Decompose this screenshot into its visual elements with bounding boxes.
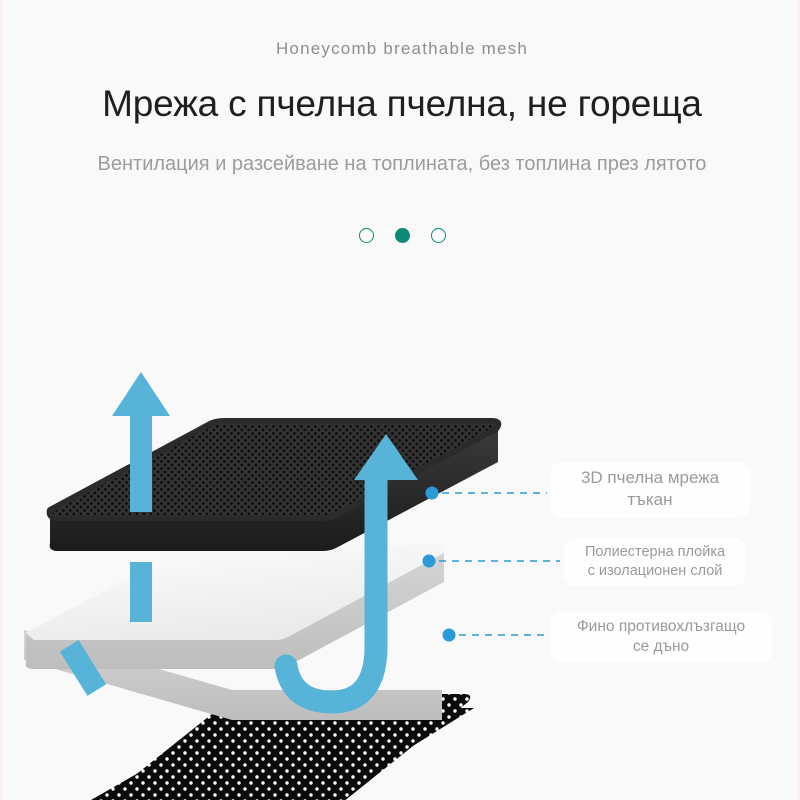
callout-polyester-foam-box: Полиестерна плойка с изолационен слой [564,538,746,587]
airflow-arrow-right [274,434,418,714]
marker-dot-bottom-layer [442,628,456,642]
pagination-dot-3[interactable] [430,228,446,243]
callout-polyester-foam-line1: Полиестерна плойка [584,544,726,560]
callout-3d-honeycomb-mesh-line2: тъкан [627,490,673,510]
pagination-dots [2,228,798,243]
marker-dot-top-layer [425,486,439,500]
callout-antislip-bottom-line2: се дъно [632,638,690,656]
marker-dot-middle-layer [422,554,436,568]
page-title: Мрежа с пчелна пчелна, не гореща [102,83,702,124]
eyebrow-text: Honeycomb breathable mesh [275,39,529,58]
antislip-plate [103,694,471,800]
page-subtitle: Вентилация и разсейване на топлината, бе… [97,152,707,175]
exploded-layers-illustration [2,330,798,800]
callout-polyester-foam: Полиестерна плойка с изолационен слой [564,538,746,587]
pagination-dot-2[interactable] [394,228,410,243]
foam-thickness [25,553,445,669]
airflow-arrow-left [59,372,170,696]
pagination-dot-1[interactable] [358,228,374,243]
layer-top-honeycomb-mesh [46,418,502,551]
antislip-surface [103,694,471,800]
callout-3d-honeycomb-mesh: 3D пчелна мрежа тъкан [550,462,750,517]
callout-leader-lines [422,486,560,642]
callout-3d-honeycomb-mesh-line1: 3D пчелна мрежа [580,468,720,487]
header-block: Honeycomb breathable mesh Мрежа с пчелна… [2,0,798,175]
callout-antislip-bottom-line1: Фино противохлъзгащо [576,618,746,635]
callout-polyester-foam-line2: с изолационен слой [587,563,723,580]
callout-antislip-bottom-box: Фино противохлъзгащо се дъно [550,612,772,663]
callout-3d-honeycomb-mesh-box: 3D пчелна мрежа тъкан [550,462,750,517]
callout-antislip-bottom: Фино противохлъзгащо се дъно [550,612,772,663]
